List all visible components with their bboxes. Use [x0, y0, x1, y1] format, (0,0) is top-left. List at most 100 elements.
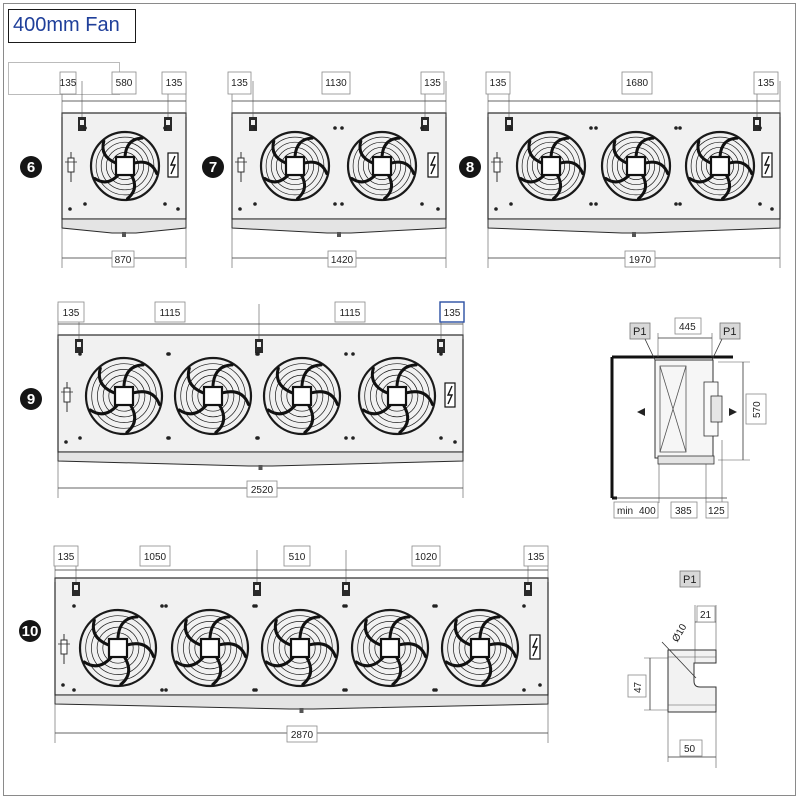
dim-box — [624, 250, 656, 268]
dim-570-text: 570 — [752, 401, 763, 418]
mounting-bracket-icon — [164, 117, 172, 131]
dim-box — [753, 71, 779, 95]
dia-leader — [661, 641, 697, 679]
dim-min-text: min — [617, 506, 633, 517]
dim-box — [439, 301, 465, 323]
dim-text: 135 — [63, 308, 80, 319]
p1-left-label: P1 — [633, 326, 646, 338]
electrical-box-icon — [427, 152, 439, 178]
dim-50-box — [679, 739, 703, 757]
electrical-box-icon — [444, 382, 456, 408]
model-number-badge — [20, 156, 42, 178]
drain-outlet — [299, 708, 304, 713]
model-number: 6 — [27, 159, 35, 176]
drain-tray — [61, 218, 187, 234]
fan-icon — [344, 604, 436, 692]
drain-outlet — [122, 232, 126, 237]
dim-text: 135 — [231, 78, 248, 89]
drain-tray — [54, 694, 549, 710]
dim-400-text: 400 — [639, 506, 656, 517]
model-number: 10 — [22, 623, 39, 640]
title-box: 400mm Fan — [8, 9, 136, 43]
dim-text: 135 — [444, 308, 461, 319]
fan-icon — [164, 604, 256, 692]
dim-box — [286, 725, 318, 743]
dim-text: 510 — [289, 552, 306, 563]
p1-detail-label: P1 — [683, 574, 696, 586]
sensor-icon — [65, 152, 77, 182]
dim-text: 135 — [424, 78, 441, 89]
dia-text: Ø10 — [670, 622, 689, 644]
coil-cross-b — [659, 365, 687, 453]
air-arrow-out-icon — [729, 408, 737, 416]
dim-box — [227, 71, 252, 95]
dim-min400-box — [613, 501, 659, 519]
bottom-dimension: 870 — [61, 228, 187, 268]
dim-box — [523, 545, 549, 567]
electrical-box-icon — [167, 152, 179, 178]
p1-right-box — [719, 322, 741, 340]
mounting-bracket-icon — [524, 582, 532, 596]
dim-text: 135 — [758, 78, 775, 89]
drain-outlet — [632, 232, 636, 237]
dim-text: 1115 — [340, 308, 361, 319]
model-number: 8 — [466, 159, 474, 176]
bottom-dimension: 1970 — [487, 228, 781, 268]
dim-box — [321, 71, 351, 95]
electrical-box-icon — [761, 152, 773, 178]
top-dimensions: 135 580 135 — [59, 71, 187, 117]
unit-model-8: 8 135 1680 135 1970 — [459, 71, 781, 268]
dim-47-text: 47 — [633, 681, 644, 693]
mounting-bracket-icon — [255, 339, 263, 353]
side-fan-motor — [710, 395, 723, 423]
p1-left-box — [629, 322, 651, 340]
mounting-bracket-icon — [753, 117, 761, 131]
dim-text: 1680 — [626, 78, 649, 89]
air-arrow-in-icon — [637, 408, 645, 416]
model-number-badge — [20, 388, 42, 410]
dim-385-text: 385 — [675, 506, 692, 517]
dim-box — [621, 71, 653, 95]
p1-bracket-shape — [667, 649, 717, 713]
drain-tray — [231, 218, 447, 234]
dim-text: 1115 — [160, 308, 181, 319]
bottom-dimension: 2520 — [57, 461, 464, 498]
dim-50-text: 50 — [684, 744, 696, 755]
dim-box — [485, 71, 511, 95]
fan-icon — [78, 352, 170, 440]
fan-icon — [340, 126, 424, 206]
dim-text: 135 — [490, 78, 507, 89]
p1-bracket-detail: P1 Ø10 21 47 50 — [627, 570, 717, 768]
dim-47-box — [627, 674, 647, 698]
mounting-bracket-icon — [342, 582, 350, 596]
model-number: 7 — [209, 159, 217, 176]
dim-box — [283, 545, 311, 567]
dim-125-text: 125 — [708, 506, 725, 517]
mounting-bracket-icon — [75, 339, 83, 353]
mounting-bracket-icon — [72, 582, 80, 596]
dim-21-box — [696, 605, 716, 623]
dim-text: 135 — [60, 78, 77, 89]
p1-detail-box — [679, 570, 701, 588]
dim-box — [154, 301, 186, 323]
dim-text: 135 — [166, 78, 183, 89]
dim-125-box — [705, 501, 729, 519]
dim-box — [59, 71, 77, 95]
dim-text: 2870 — [291, 730, 314, 741]
dim-box — [53, 545, 79, 567]
unit-model-6: 6 135 580 135 870 — [20, 71, 187, 268]
p1-left-leader — [644, 338, 656, 361]
dim-text: 1130 — [325, 78, 347, 89]
sensor-icon — [58, 634, 70, 664]
top-dimensions: 135 1115 1115 135 — [57, 301, 465, 339]
dim-21-text: 21 — [700, 610, 712, 621]
page-title: 400mm Fan — [13, 14, 120, 36]
dim-text: 580 — [116, 78, 133, 89]
drain-tray — [487, 218, 781, 234]
fan-icon — [72, 604, 164, 692]
dim-box — [246, 480, 278, 498]
side-view-section: P1 P1 445 570 min 400 385 125 — [610, 317, 767, 519]
model-number-badge — [459, 156, 481, 178]
